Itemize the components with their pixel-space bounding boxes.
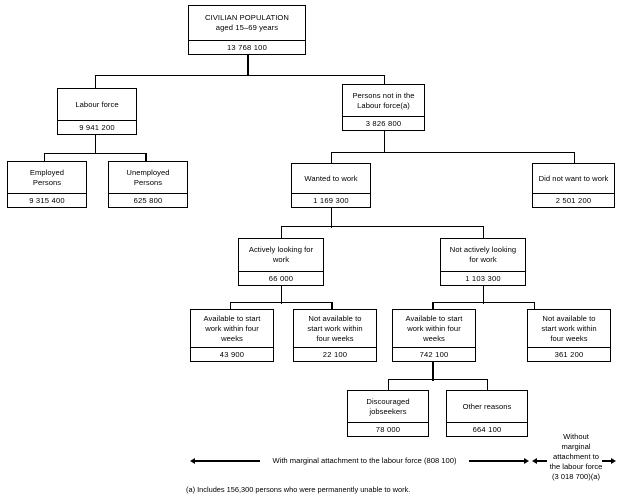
- node-discouraged-jobseekers[interactable]: Discouraged jobseekers 78 000: [347, 390, 429, 437]
- node-unemployed-persons[interactable]: Unemployed Persons 625 800: [108, 161, 188, 208]
- node-other-reasons[interactable]: Other reasons 664 100: [446, 390, 528, 437]
- node-employed-persons[interactable]: Employed Persons 9 315 400: [7, 161, 87, 208]
- without-marginal-arrow-left-head: [532, 457, 537, 464]
- node-wanted-to-work[interactable]: Wanted to work 1 169 300: [291, 163, 371, 208]
- node-discouraged-jobseekers-value: 78 000: [348, 422, 428, 436]
- node-civilian-population[interactable]: CIVILIAN POPULATION aged 15–69 years 13 …: [188, 5, 306, 55]
- node-persons-not-in-labour-force-label: Persons not in the Labour force(a): [352, 90, 415, 110]
- node-not-available-four-weeks-actively-label: Not available to start work within four …: [307, 313, 363, 343]
- without-marginal-attachment-label: Without marginal attachment to the labou…: [538, 432, 614, 482]
- connector-avail-a-drop: [230, 302, 232, 309]
- connector-root-stem: [247, 55, 249, 76]
- without-marginal-line-3: attachment to: [552, 452, 599, 461]
- connector-notavail-a-drop: [331, 302, 333, 309]
- node-civilian-population-label: CIVILIAN POPULATION aged 15–69 years: [204, 13, 290, 32]
- node-available-four-weeks-not-actively-label: Available to start work within four week…: [405, 313, 463, 343]
- node-not-available-four-weeks-not-actively[interactable]: Not available to start work within four …: [527, 309, 611, 362]
- connector-level4-left-bus: [230, 302, 333, 304]
- connector-unemployed-drop: [145, 153, 147, 161]
- connector-labour-force-drop: [95, 75, 97, 88]
- node-wanted-to-work-value: 1 169 300: [292, 193, 370, 207]
- connector-avail-b-drop: [432, 302, 434, 309]
- without-marginal-arrow-line-left: [537, 460, 547, 462]
- connector-actively-stem: [281, 286, 283, 304]
- node-persons-not-in-labour-force[interactable]: Persons not in the Labour force(a) 3 826…: [342, 84, 425, 131]
- connector-level2-right-bus: [331, 152, 575, 154]
- node-not-available-four-weeks-actively-value: 22 100: [294, 347, 376, 361]
- without-marginal-arrow-right-head: [611, 457, 616, 464]
- connector-labour-force-stem: [95, 135, 97, 154]
- connector-level5-bus: [388, 379, 488, 381]
- connector-notactively-drop: [482, 226, 484, 238]
- node-wanted-to-work-label: Wanted to work: [304, 173, 358, 183]
- node-available-four-weeks-actively[interactable]: Available to start work within four week…: [190, 309, 274, 362]
- without-marginal-line-2: marginal: [561, 442, 591, 451]
- connector-didnotwant-drop: [573, 152, 575, 163]
- node-civilian-population-value: 13 768 100: [189, 40, 305, 54]
- node-did-not-want-to-work-value: 2 501 200: [533, 193, 614, 207]
- node-actively-looking-for-work-value: 66 000: [239, 271, 323, 285]
- node-labour-force-value: 9 941 200: [58, 120, 136, 134]
- connector-wanted-drop: [331, 152, 333, 163]
- connector-level2-left-bus: [44, 153, 147, 155]
- connector-employed-drop: [44, 153, 46, 161]
- connector-discouraged-drop: [388, 379, 390, 390]
- node-available-four-weeks-not-actively-value: 742 100: [393, 347, 475, 361]
- without-marginal-line-5: (3 018 700)(a): [551, 472, 601, 481]
- without-marginal-arrow-line-right: [602, 460, 612, 462]
- connector-level4-right-bus: [432, 302, 535, 304]
- connector-avail-b-stem: [432, 362, 434, 381]
- connector-level1-bus: [95, 75, 385, 77]
- node-employed-persons-value: 9 315 400: [8, 193, 86, 207]
- node-unemployed-persons-label: Unemployed Persons: [126, 167, 170, 187]
- node-did-not-want-to-work[interactable]: Did not want to work 2 501 200: [532, 163, 615, 208]
- node-other-reasons-label: Other reasons: [462, 401, 512, 411]
- node-actively-looking-for-work[interactable]: Actively looking for work 66 000: [238, 238, 324, 286]
- footnote: (a) Includes 156,300 persons who were pe…: [186, 485, 411, 494]
- node-not-available-four-weeks-not-actively-label: Not available to start work within four …: [541, 313, 597, 343]
- node-available-four-weeks-actively-value: 43 900: [191, 347, 273, 361]
- node-discouraged-jobseekers-label: Discouraged jobseekers: [366, 396, 410, 416]
- node-not-available-four-weeks-not-actively-value: 361 200: [528, 347, 610, 361]
- connector-nilf-drop: [383, 75, 385, 84]
- node-not-actively-looking-for-work-label: Not actively looking for work: [449, 245, 517, 264]
- connector-otherreasons-drop: [486, 379, 488, 390]
- node-not-available-four-weeks-actively[interactable]: Not available to start work within four …: [293, 309, 377, 362]
- marginal-arrow-right-head: [524, 457, 529, 464]
- connector-notactively-stem: [482, 286, 484, 304]
- node-employed-persons-label: Employed Persons: [29, 167, 65, 187]
- node-labour-force[interactable]: Labour force 9 941 200: [57, 88, 137, 135]
- node-available-four-weeks-not-actively[interactable]: Available to start work within four week…: [392, 309, 476, 362]
- without-marginal-line-1: Without: [563, 432, 589, 441]
- marginal-attachment-label: With marginal attachment to the labour f…: [272, 455, 457, 465]
- node-did-not-want-to-work-label: Did not want to work: [538, 173, 609, 183]
- connector-wanted-stem: [331, 208, 333, 228]
- node-available-four-weeks-actively-label: Available to start work within four week…: [203, 313, 261, 343]
- connector-notavail-b-drop: [533, 302, 535, 309]
- node-actively-looking-for-work-label: Actively looking for work: [248, 245, 314, 264]
- connector-actively-drop: [281, 226, 283, 238]
- connector-nilf-stem: [383, 131, 385, 153]
- node-labour-force-label: Labour force: [75, 99, 119, 109]
- connector-level3-bus: [281, 226, 484, 228]
- marginal-arrow-left-head: [190, 457, 195, 464]
- marginal-arrow-line-left: [195, 460, 260, 462]
- marginal-arrow-line-right: [469, 460, 526, 462]
- node-persons-not-in-labour-force-value: 3 826 800: [343, 116, 424, 130]
- node-unemployed-persons-value: 625 800: [109, 193, 187, 207]
- without-marginal-line-4: the labour force: [549, 462, 603, 471]
- node-other-reasons-value: 664 100: [447, 422, 527, 436]
- node-not-actively-looking-for-work-value: 1 103 300: [441, 271, 525, 285]
- node-not-actively-looking-for-work[interactable]: Not actively looking for work 1 103 300: [440, 238, 526, 286]
